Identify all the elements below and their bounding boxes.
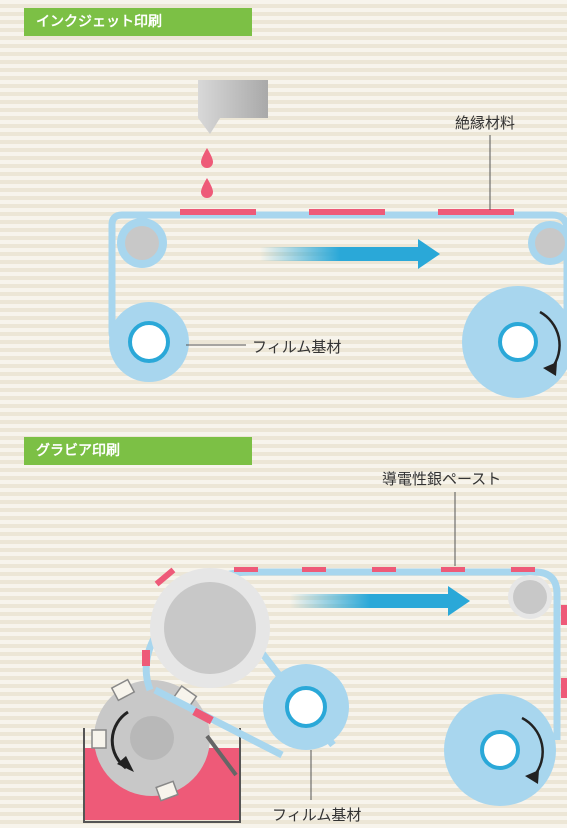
conveyor-direction-arrow — [260, 239, 440, 269]
inkjet-diagram — [108, 80, 567, 398]
doctor-blade — [205, 734, 238, 777]
silver-paste-segment — [154, 567, 176, 587]
cylinder-rotation-arrowhead-icon — [117, 756, 134, 772]
silver-paste-segment — [142, 650, 150, 666]
inkjet-nozzle — [198, 80, 268, 134]
insulating-material-label: 絶縁材料 — [455, 114, 516, 132]
gravure-diagram — [83, 492, 567, 823]
silver-paste-segment — [372, 567, 396, 572]
rotation-arrowhead-icon — [543, 362, 557, 376]
conveyor-direction-arrow — [290, 586, 470, 616]
inkjet-section-title: インクジェット印刷 — [24, 8, 252, 36]
silver-paste-segment — [192, 707, 214, 725]
silver-paste-segment — [561, 678, 567, 698]
guide-roller — [513, 580, 547, 614]
ink-bath-wall — [83, 728, 241, 823]
film-unwind-core — [128, 321, 170, 363]
gravure-section-title: グラビア印刷 — [24, 437, 252, 465]
film-unwind-core — [285, 686, 327, 728]
film-rewind-core — [498, 322, 538, 362]
silver-paste-segment — [441, 567, 465, 572]
insulating-material-segment — [438, 209, 514, 215]
impression-roller-core — [164, 582, 256, 674]
guide-roller — [125, 226, 159, 260]
silver-paste-segment — [302, 567, 326, 572]
silver-paste-segment — [234, 567, 258, 572]
gravure-film-label: フィルム基材 — [272, 806, 362, 824]
silver-paste-label: 導電性銀ペースト — [382, 470, 502, 488]
insulating-material-segment — [180, 209, 256, 215]
rotation-arrow-icon — [539, 310, 561, 369]
silver-paste-segment — [561, 605, 567, 625]
gravure-cylinder-inner — [130, 716, 174, 760]
rotation-arrowhead-icon — [525, 770, 539, 784]
film-rewind-core — [480, 730, 520, 770]
gravure-cells — [91, 678, 198, 802]
insulating-material-segment — [309, 209, 385, 215]
ink-droplet — [201, 148, 213, 168]
rotation-arrow-icon — [521, 716, 544, 777]
ink-droplet — [201, 178, 213, 198]
inkjet-film-label: フィルム基材 — [252, 338, 342, 356]
silver-paste-segment — [511, 567, 535, 572]
guide-roller — [535, 228, 565, 258]
